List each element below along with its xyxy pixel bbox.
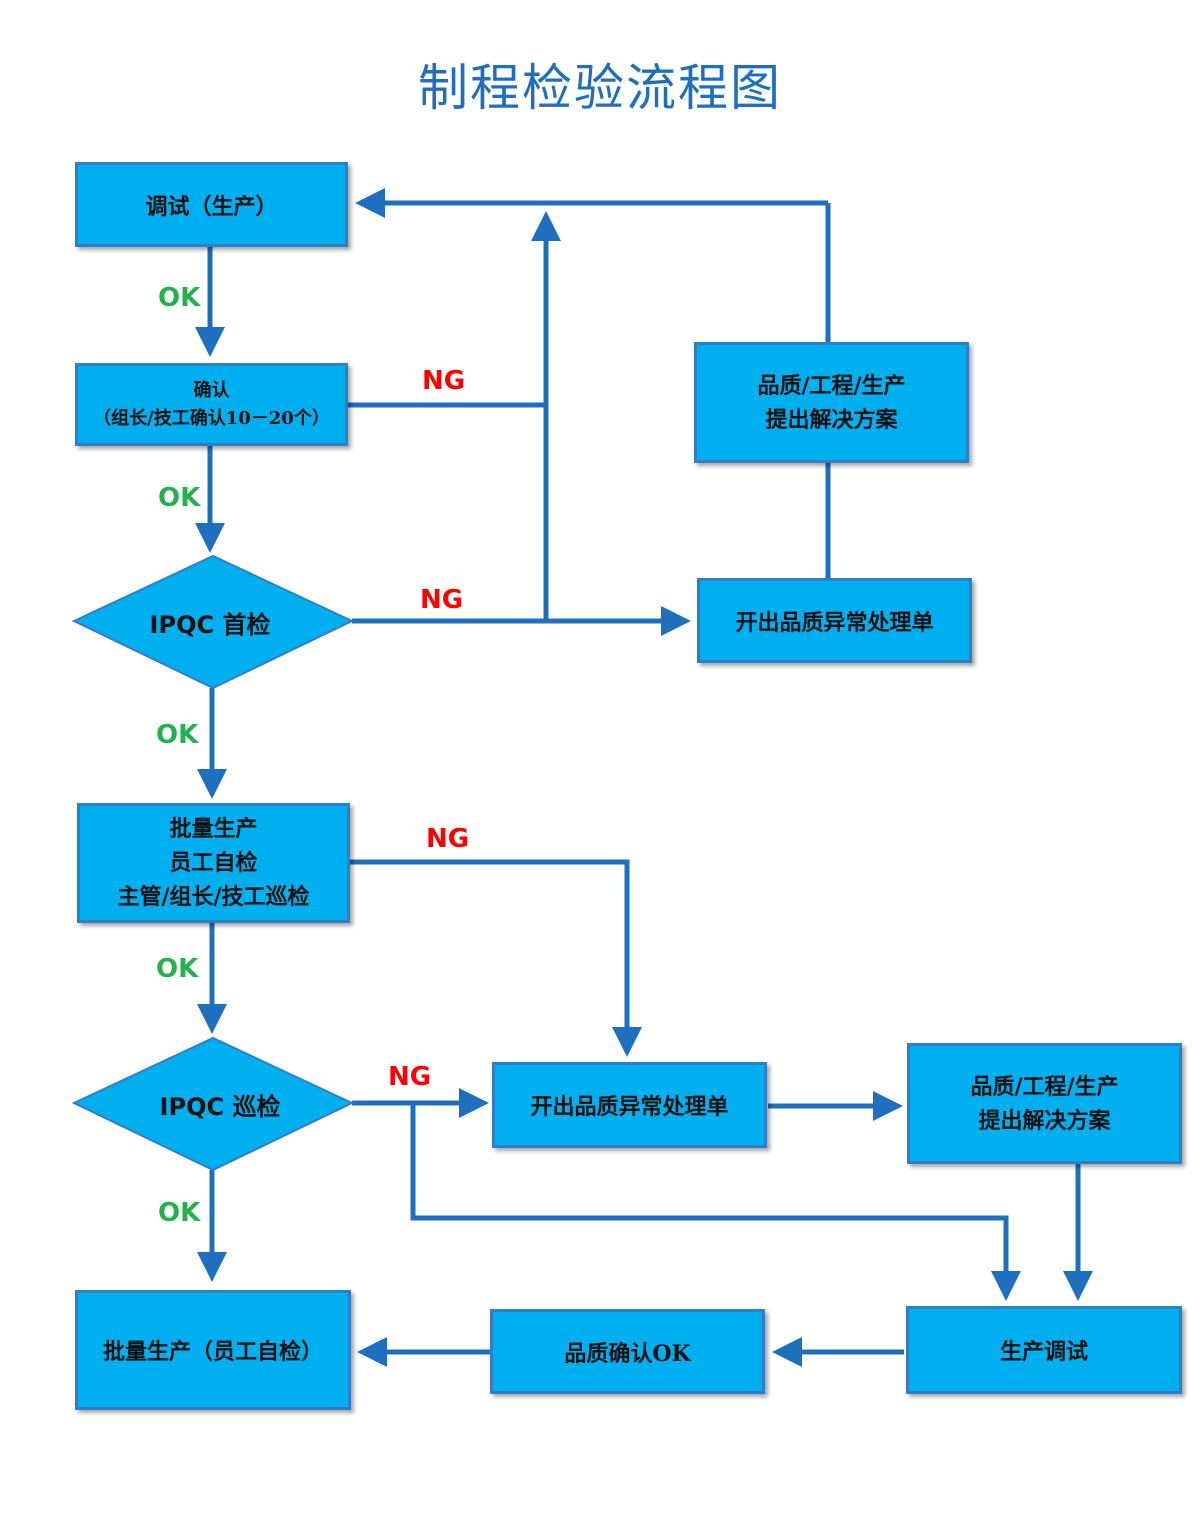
anomaly1-label: 开出品质异常处理单	[735, 609, 934, 636]
solution1-box: 品质/工程/生产 提出解决方案	[694, 342, 969, 463]
debug-label: 调试（生产）	[145, 193, 278, 220]
confirm-label-1: 确认	[193, 379, 230, 401]
quality-ok-box: 品质确认OK	[490, 1309, 765, 1394]
confirm-box: 确认 （组长/技工确认10－20个）	[75, 363, 348, 446]
solution2-label-1: 品质/工程/生产	[970, 1073, 1119, 1100]
ok-label-4: OK	[156, 954, 199, 984]
ipqc-first-diamond	[71, 554, 355, 690]
mass-label-2: 员工自检	[169, 850, 258, 876]
anomaly2-label: 开出品质异常处理单	[530, 1094, 729, 1120]
ipqc-first-label: IPQC 首检	[149, 610, 271, 639]
solution1-label-1: 品质/工程/生产	[757, 372, 906, 399]
ipqc-patrol-diamond	[71, 1036, 355, 1172]
prod-debug-label: 生产调试	[999, 1339, 1088, 1365]
mass-label-3: 主管/组长/技工巡检	[117, 884, 310, 910]
solution2-label-2: 提出解决方案	[978, 1107, 1111, 1134]
line-mass-ng	[350, 859, 642, 1057]
ng-label-3: NG	[426, 824, 470, 854]
confirm-label-2: （组长/技工确认10－20个）	[93, 407, 330, 429]
final-label: 批量生产（员工自检）	[102, 1339, 323, 1365]
ipqc-patrol-label: IPQC 巡检	[159, 1092, 281, 1121]
final-box: 批量生产（员工自检）	[75, 1290, 351, 1410]
solution1-label-2: 提出解决方案	[765, 406, 898, 433]
mass-production-box: 批量生产 员工自检 主管/组长/技工巡检	[77, 803, 350, 923]
solution2-box: 品质/工程/生产 提出解决方案	[907, 1043, 1182, 1164]
ok-label-1: OK	[158, 283, 201, 313]
line-patrol-bypass	[410, 1103, 1021, 1301]
ng-label-2: NG	[420, 585, 464, 615]
anomaly2-box: 开出品质异常处理单	[492, 1062, 767, 1148]
quality-ok-label: 品质确认OK	[564, 1340, 691, 1367]
debug-box: 调试（生产）	[75, 162, 348, 247]
ok-label-3: OK	[156, 720, 199, 750]
ng-label-1: NG	[422, 366, 466, 396]
prod-debug-box: 生产调试	[906, 1306, 1182, 1394]
ng-label-4: NG	[388, 1062, 432, 1092]
page-title: 制程检验流程图	[418, 59, 782, 117]
ok-label-5: OK	[158, 1198, 201, 1228]
ok-label-2: OK	[158, 483, 201, 513]
anomaly1-box: 开出品质异常处理单	[697, 578, 972, 663]
mass-label-1: 批量生产	[169, 816, 258, 842]
